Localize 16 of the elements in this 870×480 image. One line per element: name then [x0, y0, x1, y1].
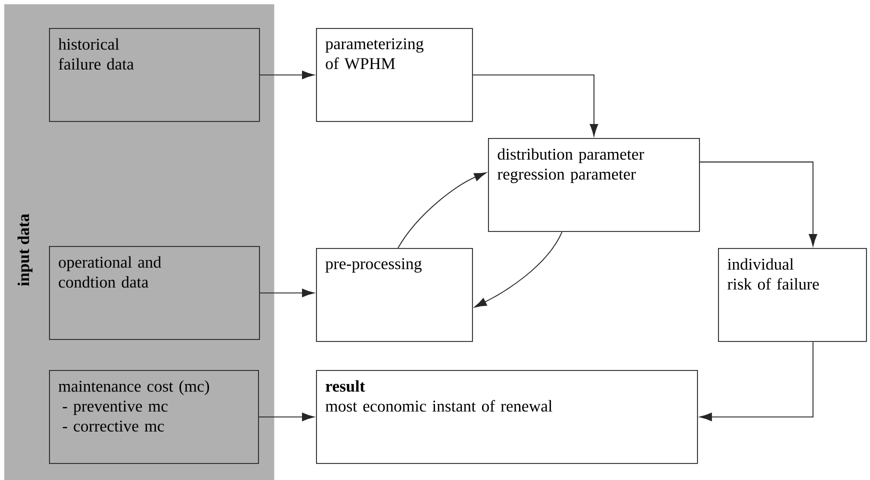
process-box: maintenance cost (mc) - preventive mc - corrective mc: [49, 370, 259, 464]
arrow: [258, 412, 314, 422]
process-box: distribution parameter regression parameter: [488, 138, 700, 232]
process-box: pre-processing: [316, 248, 473, 342]
arrow: [398, 172, 486, 248]
process-box: parameterizing of WPHM: [316, 28, 473, 122]
arrow: [472, 74, 598, 136]
process-box: individual risk of failure: [718, 248, 867, 342]
arrow: [259, 70, 314, 80]
process-box: historical failure data: [49, 28, 260, 122]
arrow: [474, 231, 562, 308]
arrow: [259, 288, 314, 298]
process-box: operational and condtion data: [49, 246, 260, 340]
arrow: [699, 162, 818, 246]
process-box: result most economic instant of renewal: [316, 370, 698, 464]
arrow: [700, 341, 814, 422]
